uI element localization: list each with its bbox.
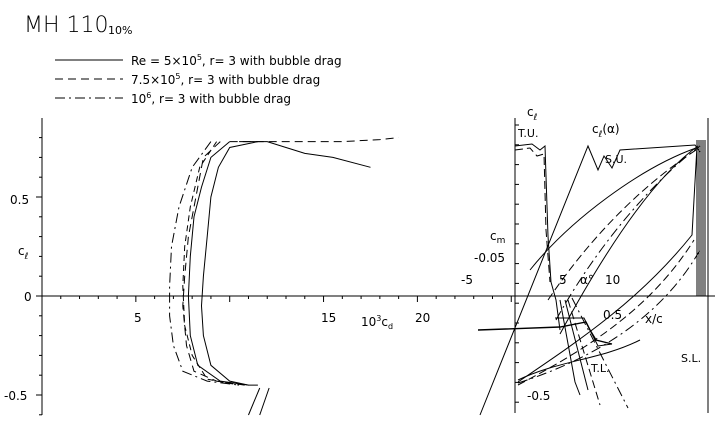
- legend-3-exp: 6: [146, 91, 151, 100]
- legend-1-exp: 5: [197, 53, 202, 62]
- legend-3-suffix: , r= 3 with bubble drag: [151, 92, 291, 106]
- alpha-tick-label: 5: [559, 273, 567, 287]
- polar-xlabel: 103cd: [361, 314, 393, 331]
- cl-alpha-sub: ℓ: [598, 130, 603, 140]
- annotation-tl: T.L.: [590, 362, 610, 375]
- lift-cl-sub: ℓ: [533, 113, 538, 123]
- tl-lines: [564, 299, 589, 391]
- legend-label-1: Re = 5×105, r= 3 with bubble drag: [131, 53, 342, 68]
- annotation-tu: T.U.: [517, 127, 538, 140]
- lift-curve-line: [479, 144, 701, 416]
- lift-curves: [477, 140, 706, 416]
- legend-label-3: 106, r= 3 with bubble drag: [131, 91, 291, 106]
- annotation-sl: S.L.: [681, 352, 701, 365]
- tl-lines: [567, 299, 601, 406]
- polar-series-line: [200, 141, 259, 386]
- polar-series-line: [187, 141, 249, 386]
- polar-xlabel-sub: d: [388, 322, 393, 331]
- legend: Re = 5×105, r= 3 with bubble drag 7.5×10…: [55, 53, 342, 106]
- polar-curves: [169, 137, 399, 416]
- lower-curve: [517, 239, 695, 386]
- polar-axes: 0.5 0 -0.5 5 15 20 cℓ 103cd: [4, 118, 515, 416]
- polar-series-line: [229, 137, 399, 143]
- polar-series-line: [182, 141, 245, 386]
- tl-lines: [571, 297, 629, 409]
- legend-1-suffix: , r= 3 with bubble drag: [202, 54, 342, 68]
- alpha-label: α°: [580, 273, 594, 287]
- legend-2-suffix: , r= 3 with bubble drag: [181, 73, 321, 87]
- polar-ytick-label: -0.5: [4, 389, 27, 403]
- polar-ytick-label: 0: [24, 290, 32, 304]
- tu-jagged-2: [514, 147, 551, 283]
- alpha-tick-label: -5: [461, 273, 473, 287]
- legend-1-prefix: Re = 5×10: [131, 54, 197, 68]
- lift-y-minor-ticks: [515, 124, 519, 403]
- polar-xtick-label: 20: [415, 311, 430, 325]
- polar-tail-mark: [248, 387, 261, 416]
- legend-2-exp: 5: [175, 72, 180, 81]
- lift-axes: cℓ T.U. cℓ(α) S.U. cm -0.05 -5 5 α° 10 0…: [461, 105, 715, 413]
- polar-xlabel-base: 10: [361, 315, 376, 329]
- tu-jagged: [514, 143, 561, 331]
- lift-cl-label: cℓ: [527, 105, 537, 123]
- polar-xlabel-exp: 3: [376, 314, 381, 323]
- tl-lines: [559, 299, 581, 396]
- legend-3-prefix: 10: [131, 92, 146, 106]
- polar-ytick-label: 0.5: [10, 193, 29, 207]
- cm-c: c: [490, 229, 497, 243]
- polar-tail-mark: [259, 387, 270, 416]
- polar-xtick-label: 15: [321, 311, 336, 325]
- cl-alpha-suffix: (α): [602, 122, 619, 136]
- cm-label: cm: [490, 229, 505, 246]
- legend-2-prefix: 7.5×10: [131, 73, 175, 87]
- transition-curve: [529, 147, 697, 271]
- polar-y-minor-ticks: [36, 137, 42, 416]
- title-sub: 10%: [108, 24, 132, 37]
- transition-curve: [547, 149, 697, 301]
- cl-alpha-c: c: [592, 122, 599, 136]
- polar-xlabel-c: c: [381, 315, 388, 329]
- polar-series-line: [239, 141, 371, 168]
- transition-curve: [559, 145, 699, 335]
- polar-ylabel-c: c: [18, 244, 25, 258]
- cl-alpha-label: cℓ(α): [592, 122, 620, 140]
- polar-series-line: [182, 141, 240, 386]
- title-main: MH 110: [24, 13, 109, 38]
- lift-cl-tick-label: -0.5: [527, 389, 550, 403]
- lift-cl-c: c: [527, 105, 534, 119]
- polar-ylabel: cℓ: [18, 244, 28, 262]
- chart-title: MH 110 10%: [24, 13, 132, 38]
- polar-series-line: [169, 141, 240, 386]
- cm-sub: m: [497, 236, 506, 246]
- lower-curve: [517, 145, 698, 383]
- polar-x-minor-ticks: [60, 296, 512, 302]
- lower-loop: [517, 339, 641, 381]
- polar-ylabel-sub: ℓ: [24, 252, 29, 262]
- cm-tick-label: -0.05: [474, 251, 505, 265]
- lower-curve: [517, 249, 701, 384]
- legend-label-2: 7.5×105, r= 3 with bubble drag: [131, 72, 320, 87]
- xc-label: x/c: [645, 312, 663, 326]
- polar-xtick-label: 5: [134, 311, 142, 325]
- alpha-tick-label: 10: [605, 273, 620, 287]
